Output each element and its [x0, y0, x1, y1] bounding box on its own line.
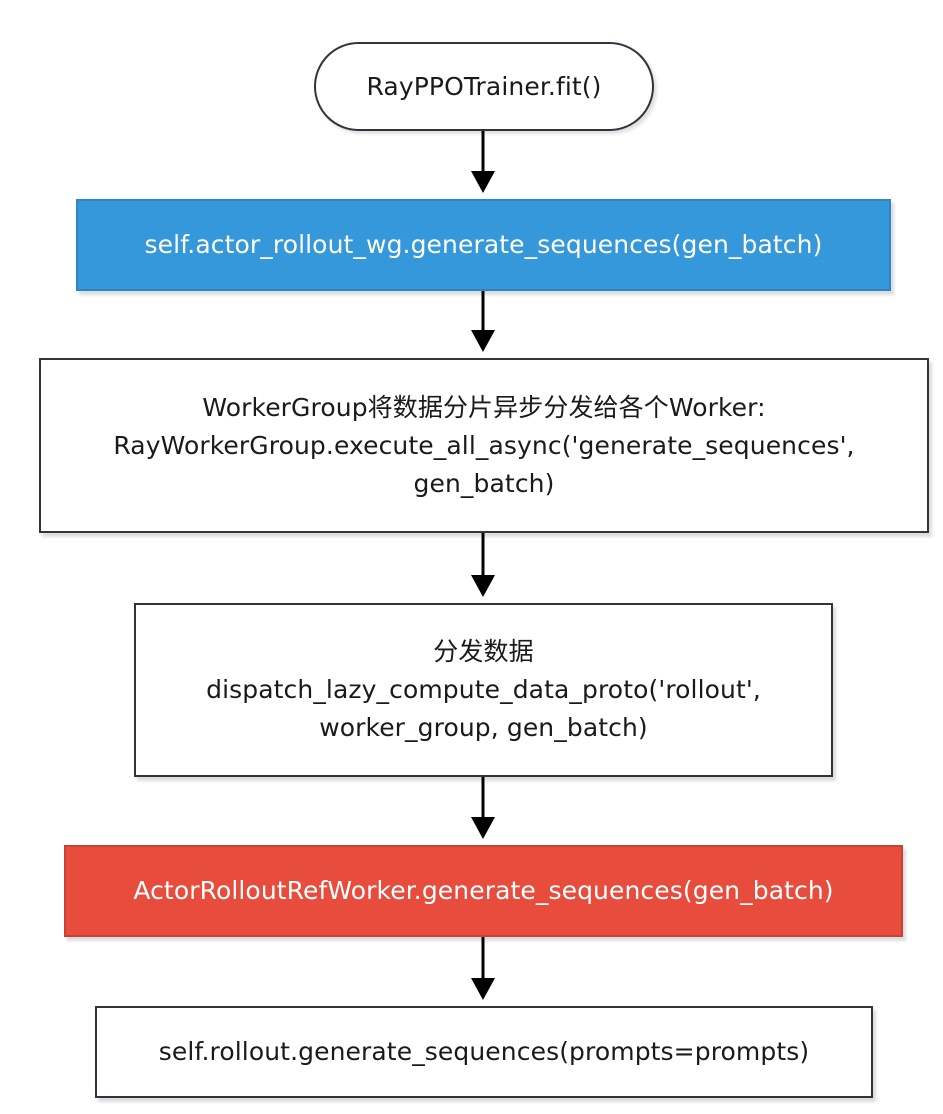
arrow-worker-group-to-dispatch: [471, 533, 495, 597]
start-node-label: RayPPOTrainer.fit(): [366, 71, 602, 101]
rollout-generate-label: self.rollout.generate_sequences(prompts=…: [158, 1037, 810, 1066]
worker-group-dispatch-node: WorkerGroup将数据分片异步分发给各个Worker: RayWorker…: [39, 358, 929, 533]
actor-rollout-ref-worker-node: ActorRolloutRefWorker.generate_sequences…: [64, 845, 903, 937]
rollout-generate-node: self.rollout.generate_sequences(prompts=…: [95, 1006, 873, 1098]
arrow-start-to-generate: [471, 131, 495, 193]
dispatch-data-node: 分发数据 dispatch_lazy_compute_data_proto('r…: [134, 603, 833, 777]
worker-group-line-1: WorkerGroup将数据分片异步分发给各个Worker:: [202, 392, 766, 422]
dispatch-line-2: dispatch_lazy_compute_data_proto('rollou…: [206, 675, 761, 704]
actor-worker-label: ActorRolloutRefWorker.generate_sequences…: [133, 876, 834, 905]
dispatch-line-1: 分发数据: [433, 637, 534, 666]
dispatch-line-3: worker_group, gen_batch): [319, 713, 648, 742]
arrow-generate-to-worker-group: [471, 291, 495, 352]
start-node-rayppotrainer-fit: RayPPOTrainer.fit(): [314, 42, 654, 131]
generate-sequences-call-node: self.actor_rollout_wg.generate_sequences…: [76, 199, 891, 291]
worker-group-line-3: gen_batch): [413, 468, 555, 498]
generate-sequences-call-label: self.actor_rollout_wg.generate_sequences…: [144, 230, 823, 259]
arrow-actor-worker-to-rollout: [471, 937, 495, 1000]
arrow-dispatch-to-actor-worker: [471, 777, 495, 839]
worker-group-line-2: RayWorkerGroup.execute_all_async('genera…: [113, 430, 855, 460]
